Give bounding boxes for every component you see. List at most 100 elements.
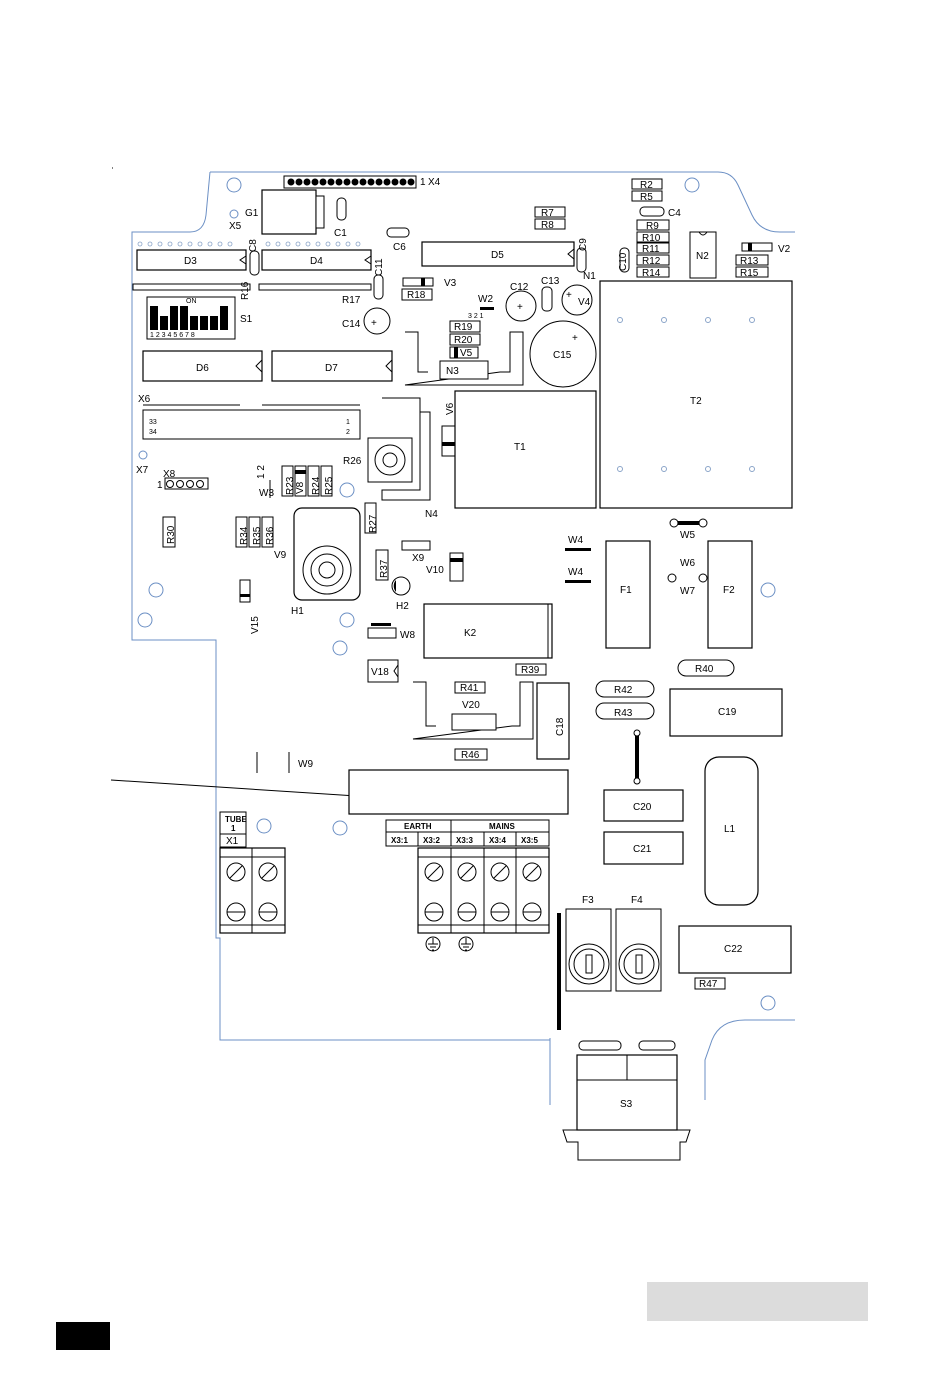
f4-label: F4 bbox=[631, 895, 643, 906]
n1-label: N1 bbox=[583, 271, 596, 282]
resistor-r18: R18 bbox=[401, 288, 433, 301]
x7-pad bbox=[138, 450, 148, 460]
c9-label: C9 bbox=[578, 238, 589, 251]
f2-label: F2 bbox=[723, 585, 735, 596]
h2-label: H2 bbox=[396, 601, 409, 612]
c10-label: C10 bbox=[618, 252, 629, 271]
resistor-r43: R43 bbox=[595, 702, 655, 720]
capacitor-c1: C1 bbox=[334, 197, 347, 239]
r43-label: R43 bbox=[614, 708, 633, 719]
resistor-r39: R39 bbox=[515, 663, 547, 676]
jumper-w2: W2 3 2 1 bbox=[468, 294, 494, 320]
ic-n2: N2 bbox=[689, 231, 717, 279]
r39-label: R39 bbox=[521, 665, 540, 676]
r15-label: R15 bbox=[740, 268, 759, 279]
svg-text:+: + bbox=[517, 302, 523, 313]
r17-label: R17 bbox=[342, 295, 361, 306]
callout bbox=[110, 769, 569, 815]
capacitor-c20: C20 bbox=[603, 789, 684, 822]
k2-label: K2 bbox=[464, 628, 477, 639]
x6-pin34: 34 bbox=[149, 429, 157, 436]
r35-label: R35 bbox=[252, 526, 263, 545]
v9-label: V9 bbox=[274, 550, 287, 561]
ic-d5: D5 bbox=[421, 241, 575, 267]
buzzer-h1: H1 bbox=[291, 507, 361, 617]
c8-label: C8 bbox=[248, 239, 259, 252]
w9-label: W9 bbox=[298, 759, 313, 770]
resistor-r36: R36 bbox=[261, 516, 276, 548]
resistor-r23: R23 bbox=[281, 465, 296, 497]
capacitor-c15: + C15 bbox=[529, 320, 597, 388]
d3-label: D3 bbox=[184, 256, 197, 267]
ic-d6: D6 bbox=[142, 350, 263, 382]
x4-pin1-label: 1 bbox=[420, 177, 426, 188]
x5-label: X5 bbox=[229, 221, 242, 232]
r25-label: R25 bbox=[324, 476, 335, 495]
diode-v8: V8 bbox=[294, 465, 307, 497]
c19-label: C19 bbox=[718, 707, 737, 718]
inductor-l1: L1 bbox=[704, 756, 759, 906]
c6-label: C6 bbox=[393, 242, 406, 253]
resistor-r5: R5 bbox=[631, 190, 663, 203]
r30-label: R30 bbox=[166, 525, 177, 544]
svg-text:+: + bbox=[572, 333, 578, 344]
dip-switch-s1: ON 1 2 3 4 5 6 7 8 S1 bbox=[146, 296, 253, 340]
capacitor-c19: C19 bbox=[669, 688, 783, 737]
c4-label: C4 bbox=[668, 208, 681, 219]
x3-3-label: X3:3 bbox=[456, 836, 473, 845]
l1-label: L1 bbox=[724, 824, 736, 835]
ic-v18: V18 bbox=[367, 659, 399, 683]
regulator-n3: N3 bbox=[404, 331, 524, 386]
mounting-holes bbox=[137, 177, 776, 1011]
x9-label: X9 bbox=[412, 553, 425, 564]
resistor-r41: R41 bbox=[454, 681, 486, 694]
r23-label: R23 bbox=[285, 476, 296, 495]
page-number-box bbox=[56, 1322, 110, 1350]
resistor-r46: R46 bbox=[454, 748, 488, 761]
resistor-r12: R12 bbox=[636, 254, 670, 267]
svg-text:+: + bbox=[566, 290, 572, 301]
r12-label: R12 bbox=[642, 256, 661, 267]
resistor-r24: R24 bbox=[307, 465, 322, 497]
fuse-holder-f3: F3 bbox=[565, 895, 612, 992]
r13-label: R13 bbox=[740, 256, 759, 267]
ic-d3: D3 bbox=[136, 249, 247, 271]
connector-x8 bbox=[164, 477, 209, 490]
x6-pin2: 2 bbox=[346, 429, 350, 436]
component-g1: G1 X5 bbox=[229, 189, 325, 235]
x1-tube-label: TUBE bbox=[225, 815, 247, 824]
n4-label: N4 bbox=[425, 509, 438, 520]
c12-label: C12 bbox=[510, 282, 529, 293]
v20-label: V20 bbox=[462, 700, 480, 711]
v3-label: V3 bbox=[444, 278, 457, 289]
f3-label: F3 bbox=[582, 895, 594, 906]
r34-label: R34 bbox=[239, 526, 250, 545]
capacitor-c4: C4 bbox=[639, 206, 681, 219]
f1-label: F1 bbox=[620, 585, 632, 596]
w2-pins: 3 2 1 bbox=[468, 313, 484, 320]
resistor-r9: R9 bbox=[636, 219, 670, 232]
w6-label: W6 bbox=[680, 558, 695, 569]
resistor-r13: R13 bbox=[735, 254, 769, 267]
v8-label: V8 bbox=[295, 481, 306, 494]
earth-symbol-1 bbox=[425, 936, 441, 952]
capacitor-c12: + C12 bbox=[505, 282, 537, 322]
regulator-v20: V20 bbox=[412, 681, 534, 740]
earth-symbol-2 bbox=[458, 936, 474, 952]
w3-label: W3 bbox=[259, 488, 274, 499]
r14-label: R14 bbox=[642, 268, 661, 279]
w5-label: W5 bbox=[680, 530, 695, 541]
r26-label: R26 bbox=[343, 456, 362, 467]
resistor-r2: R2 bbox=[631, 178, 663, 191]
v18-label: V18 bbox=[371, 667, 389, 678]
resistor-r30: R30 bbox=[162, 516, 177, 548]
diode-v3: V3 bbox=[402, 277, 457, 289]
led-h2: H2 bbox=[391, 576, 411, 612]
s1-label: S1 bbox=[240, 314, 253, 325]
board-outline bbox=[131, 171, 795, 1105]
d6-label: D6 bbox=[196, 363, 209, 374]
c1-label: C1 bbox=[334, 228, 347, 239]
resistor-r25: R25 bbox=[320, 465, 335, 497]
r37-label: R37 bbox=[379, 559, 390, 578]
